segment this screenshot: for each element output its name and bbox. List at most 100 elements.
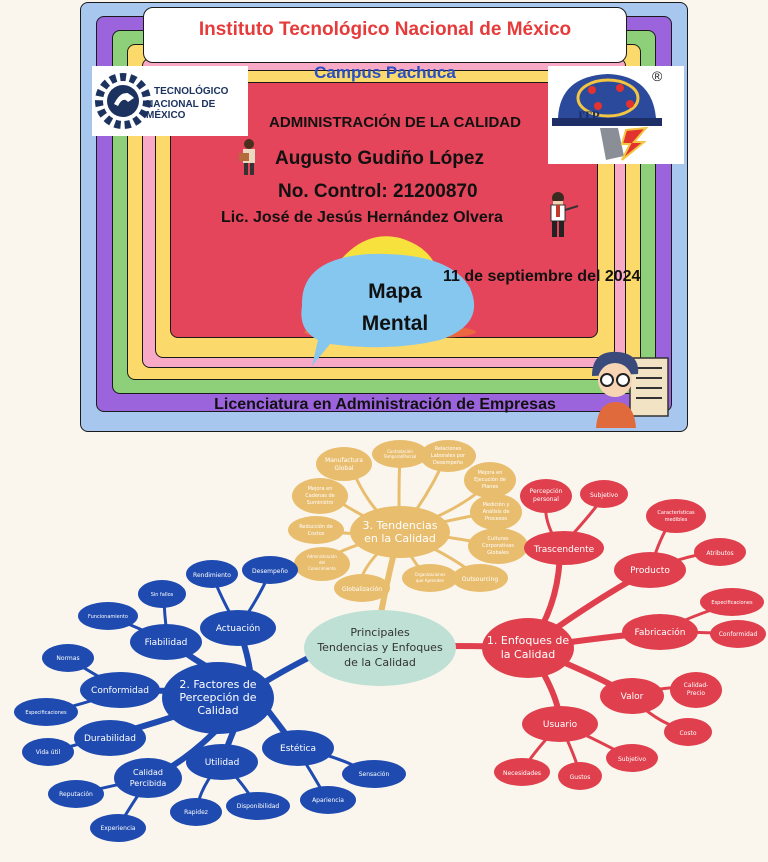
durabilidad-node[interactable] [74, 720, 146, 756]
actuacion-text: Actuación [216, 623, 260, 634]
rendimiento-node[interactable] [186, 560, 238, 588]
conformidad-red-node[interactable] [710, 620, 766, 648]
contratacion-l2: Temporal/Parcial [383, 454, 417, 459]
actuacion-node[interactable] [200, 610, 276, 646]
mejora-planes-l2: Ejecución de [474, 476, 506, 483]
culturas-l2: Corporativas [482, 543, 514, 549]
valor-node[interactable] [600, 678, 664, 714]
rendimiento-text: Rendimiento [193, 572, 231, 579]
funcionamiento-node[interactable] [78, 602, 138, 630]
subject-title: ADMINISTRACIÓN DE LA CALIDAD [269, 114, 521, 131]
mind-map: Principales Tendencias y Enfoques de la … [0, 436, 768, 862]
campus-label: Campus Pachuca [314, 63, 456, 82]
globalizacion-text: Globalización [342, 586, 382, 593]
organizaciones-node[interactable] [402, 564, 458, 592]
culturas-l1: Culturas [488, 536, 509, 542]
mejora-planes-l1: Mejora en [478, 470, 503, 476]
medicion-node[interactable] [470, 494, 522, 530]
desempeno-node[interactable] [242, 556, 298, 584]
experiencia-node[interactable] [90, 814, 146, 842]
culturas-node[interactable] [468, 528, 528, 564]
desempeno-text: Desempeño [252, 568, 288, 575]
speech-bubble-icon [301, 236, 476, 366]
especificaciones-blue-node[interactable] [14, 698, 78, 726]
costo-node[interactable] [664, 718, 712, 746]
apariencia-node[interactable] [300, 786, 356, 814]
fiabilidad-node[interactable] [130, 624, 202, 660]
fabricacion-node[interactable] [622, 614, 698, 650]
especificaciones-red-text: Especificaciones [711, 600, 753, 606]
relaciones-l1: Relaciones [435, 446, 462, 452]
logo-line-2: NACIONAL DE MÉXICO [146, 99, 216, 121]
normas-node[interactable] [42, 644, 94, 672]
teacher-icon [550, 192, 579, 237]
disponibilidad-node[interactable] [226, 792, 290, 820]
student-glasses-icon [592, 351, 669, 428]
manufactura-node[interactable] [316, 447, 372, 481]
career-label: Licenciatura en Administración de Empres… [214, 396, 556, 413]
rapidez-node[interactable] [170, 798, 222, 826]
vida-util-node[interactable] [22, 738, 74, 766]
branch2-line-1: 2. Factores de [179, 678, 256, 691]
outsourcing-node[interactable] [452, 564, 508, 592]
mejora-cadenas-node[interactable] [292, 478, 348, 514]
contratacion-node[interactable] [372, 440, 428, 468]
usuario-node[interactable] [522, 706, 598, 742]
atributos-node[interactable] [694, 538, 746, 566]
center-line-2: Tendencias y Enfoques [316, 641, 443, 654]
calidad-percibida-node[interactable] [114, 758, 182, 798]
reputacion-node[interactable] [48, 780, 104, 808]
mind-map-canvas: Principales Tendencias y Enfoques de la … [14, 440, 766, 842]
durabilidad-text: Durabilidad [84, 734, 136, 744]
mejora-cadenas-l1: Mejora en [308, 486, 333, 492]
atributos-text: Atributos [706, 550, 733, 557]
admin-conocimiento-node[interactable] [294, 547, 350, 581]
bubble-line-1: Mapa [368, 280, 422, 303]
sin-fallos-node[interactable] [138, 580, 186, 608]
apariencia-text: Apariencia [312, 797, 344, 804]
branch2-line-3: Calidad [197, 704, 238, 717]
mejora-planes-node[interactable] [464, 462, 516, 498]
reading-person-icon [239, 139, 255, 175]
caracteristicas-l2: medibles [665, 517, 688, 523]
center-node[interactable] [304, 610, 456, 686]
manufactura-l2: Global [334, 465, 353, 472]
producto-node[interactable] [614, 552, 686, 588]
percepcion-l2: personal [533, 496, 559, 503]
necesidades-node[interactable] [494, 758, 550, 786]
caracteristicas-node[interactable] [646, 499, 706, 533]
gear-eagle-icon [95, 73, 151, 129]
branch3-node[interactable] [350, 506, 450, 558]
relaciones-node[interactable] [420, 440, 476, 472]
medicion-l3: Procesos [485, 516, 507, 522]
conformidad-blue-node[interactable] [80, 672, 160, 708]
branch1-line-1: 1. Enfoques de [487, 634, 569, 647]
estetica-node[interactable] [262, 730, 334, 766]
sensacion-node[interactable] [342, 760, 406, 788]
globalizacion-node[interactable] [334, 574, 390, 602]
subjetivo-node[interactable] [580, 480, 628, 508]
logo-line-1: TECNOLÓGICO [154, 86, 229, 97]
conformidad-blue-text: Conformidad [91, 686, 149, 696]
reduccion-node[interactable] [288, 516, 344, 544]
branch2-node[interactable] [162, 662, 274, 734]
sensacion-text: Sensación [359, 771, 390, 778]
branch3-line-2: en la Calidad [364, 532, 436, 545]
red-nodes [482, 479, 766, 790]
manufactura-l1: Manufactura [325, 457, 363, 464]
experiencia-text: Experiencia [100, 825, 135, 832]
utilidad-node[interactable] [186, 744, 258, 780]
subjetivo2-text: Subjetivo [618, 756, 646, 763]
reduccion-l2: Costos [308, 531, 325, 537]
especificaciones-red-node[interactable] [700, 588, 764, 616]
branch1-node[interactable] [482, 618, 574, 678]
institution-title: Instituto Tecnológico Nacional de México [198, 19, 572, 40]
center-line-1: Principales [350, 626, 410, 639]
calidad-precio-node[interactable] [670, 672, 722, 708]
percepcion-node[interactable] [520, 479, 572, 513]
subjetivo2-node[interactable] [606, 744, 658, 772]
trascendente-node[interactable] [524, 531, 604, 565]
mejora-cadenas-l2: Cadenas de [305, 493, 334, 499]
gustos-node[interactable] [558, 762, 602, 790]
percepcion-l1: Percepción [530, 488, 563, 495]
